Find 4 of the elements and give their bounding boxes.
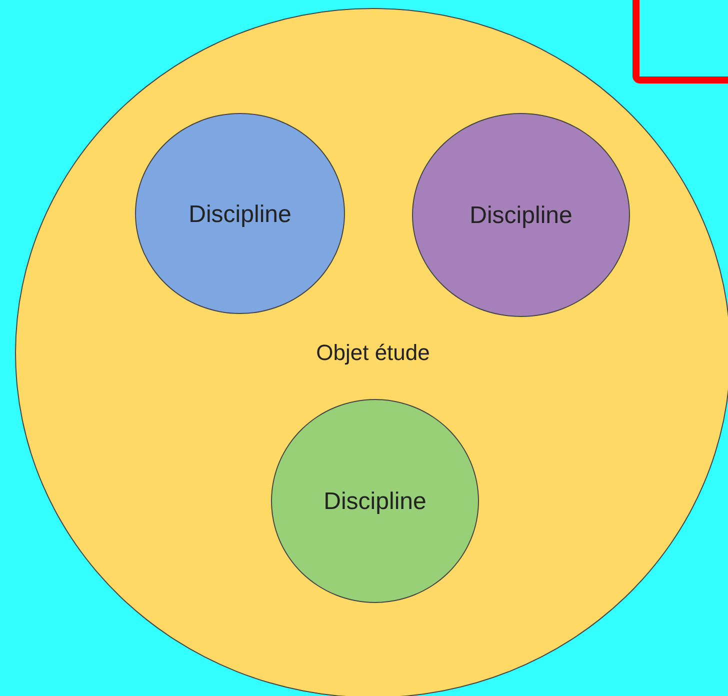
discipline-label: Discipline — [322, 488, 428, 516]
discipline-label: Discipline — [468, 202, 574, 230]
discipline-label: Discipline — [188, 200, 292, 228]
topic-label: Objet étude — [315, 339, 431, 367]
